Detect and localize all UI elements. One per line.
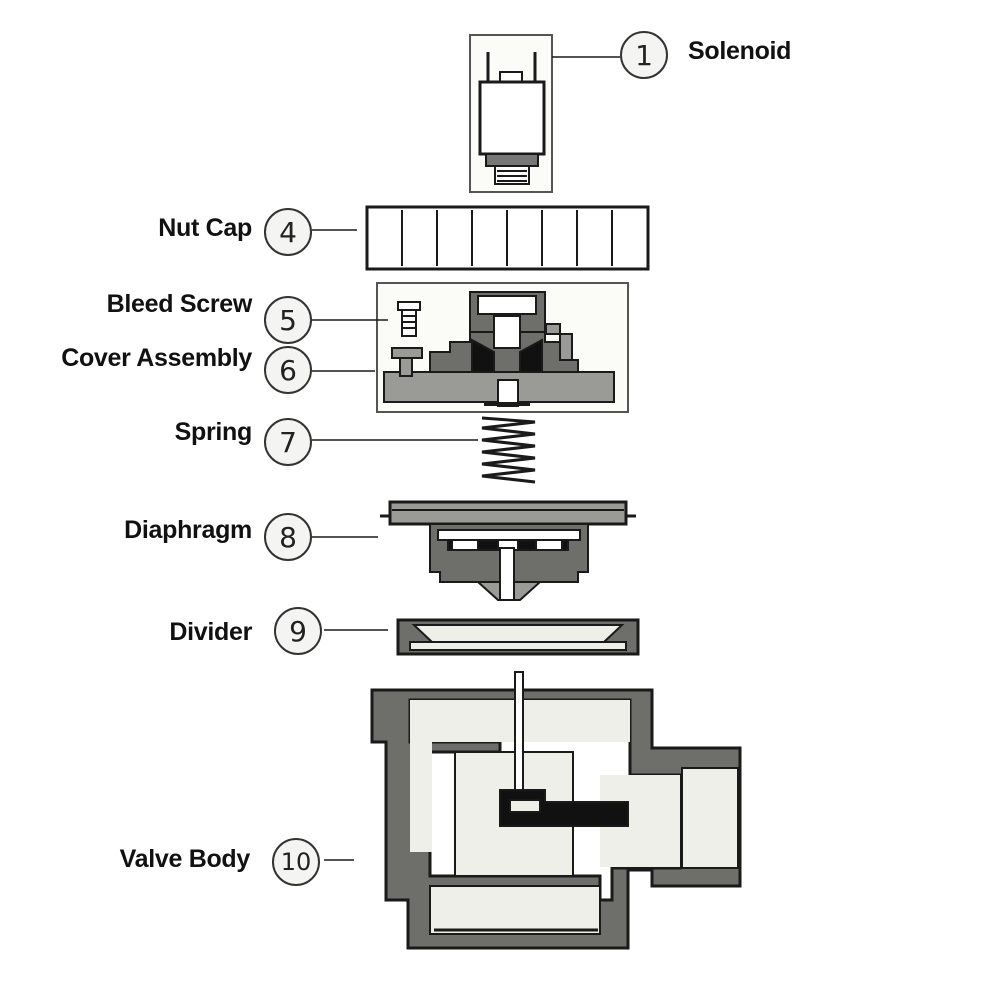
part-number-badge-5: 5	[264, 296, 312, 344]
valve-body-part	[370, 671, 742, 950]
divider-part	[396, 618, 640, 656]
spring-part	[481, 416, 536, 484]
nut-cap-part	[365, 205, 650, 271]
part-number-badge-7: 7	[264, 418, 312, 466]
part-label-solenoid: Solenoid	[688, 37, 792, 65]
part-label-valve-body: Valve Body	[119, 845, 251, 873]
bleed-screw-part	[397, 301, 421, 337]
part-label-divider: Divider	[169, 618, 252, 646]
leader-lines	[312, 56, 620, 861]
diaphragm-part	[380, 500, 636, 601]
solenoid-part	[469, 34, 553, 193]
part-number-badge-4: 4	[264, 208, 312, 256]
part-number-badge-9: 9	[274, 607, 322, 655]
part-label-bleed-screw: Bleed Screw	[106, 290, 253, 318]
part-label-cover-assembly: Cover Assembly	[61, 344, 252, 372]
part-number-badge-10: 10	[272, 838, 320, 886]
part-label-diaphragm: Diaphragm	[124, 516, 252, 544]
part-number-badge-1: 1	[620, 31, 668, 79]
part-label-nut-cap: Nut Cap	[158, 214, 252, 242]
cover-assembly-part	[376, 282, 629, 413]
part-label-spring: Spring	[174, 418, 253, 446]
part-number-badge-8: 8	[264, 513, 312, 561]
part-number-badge-6: 6	[264, 346, 312, 394]
